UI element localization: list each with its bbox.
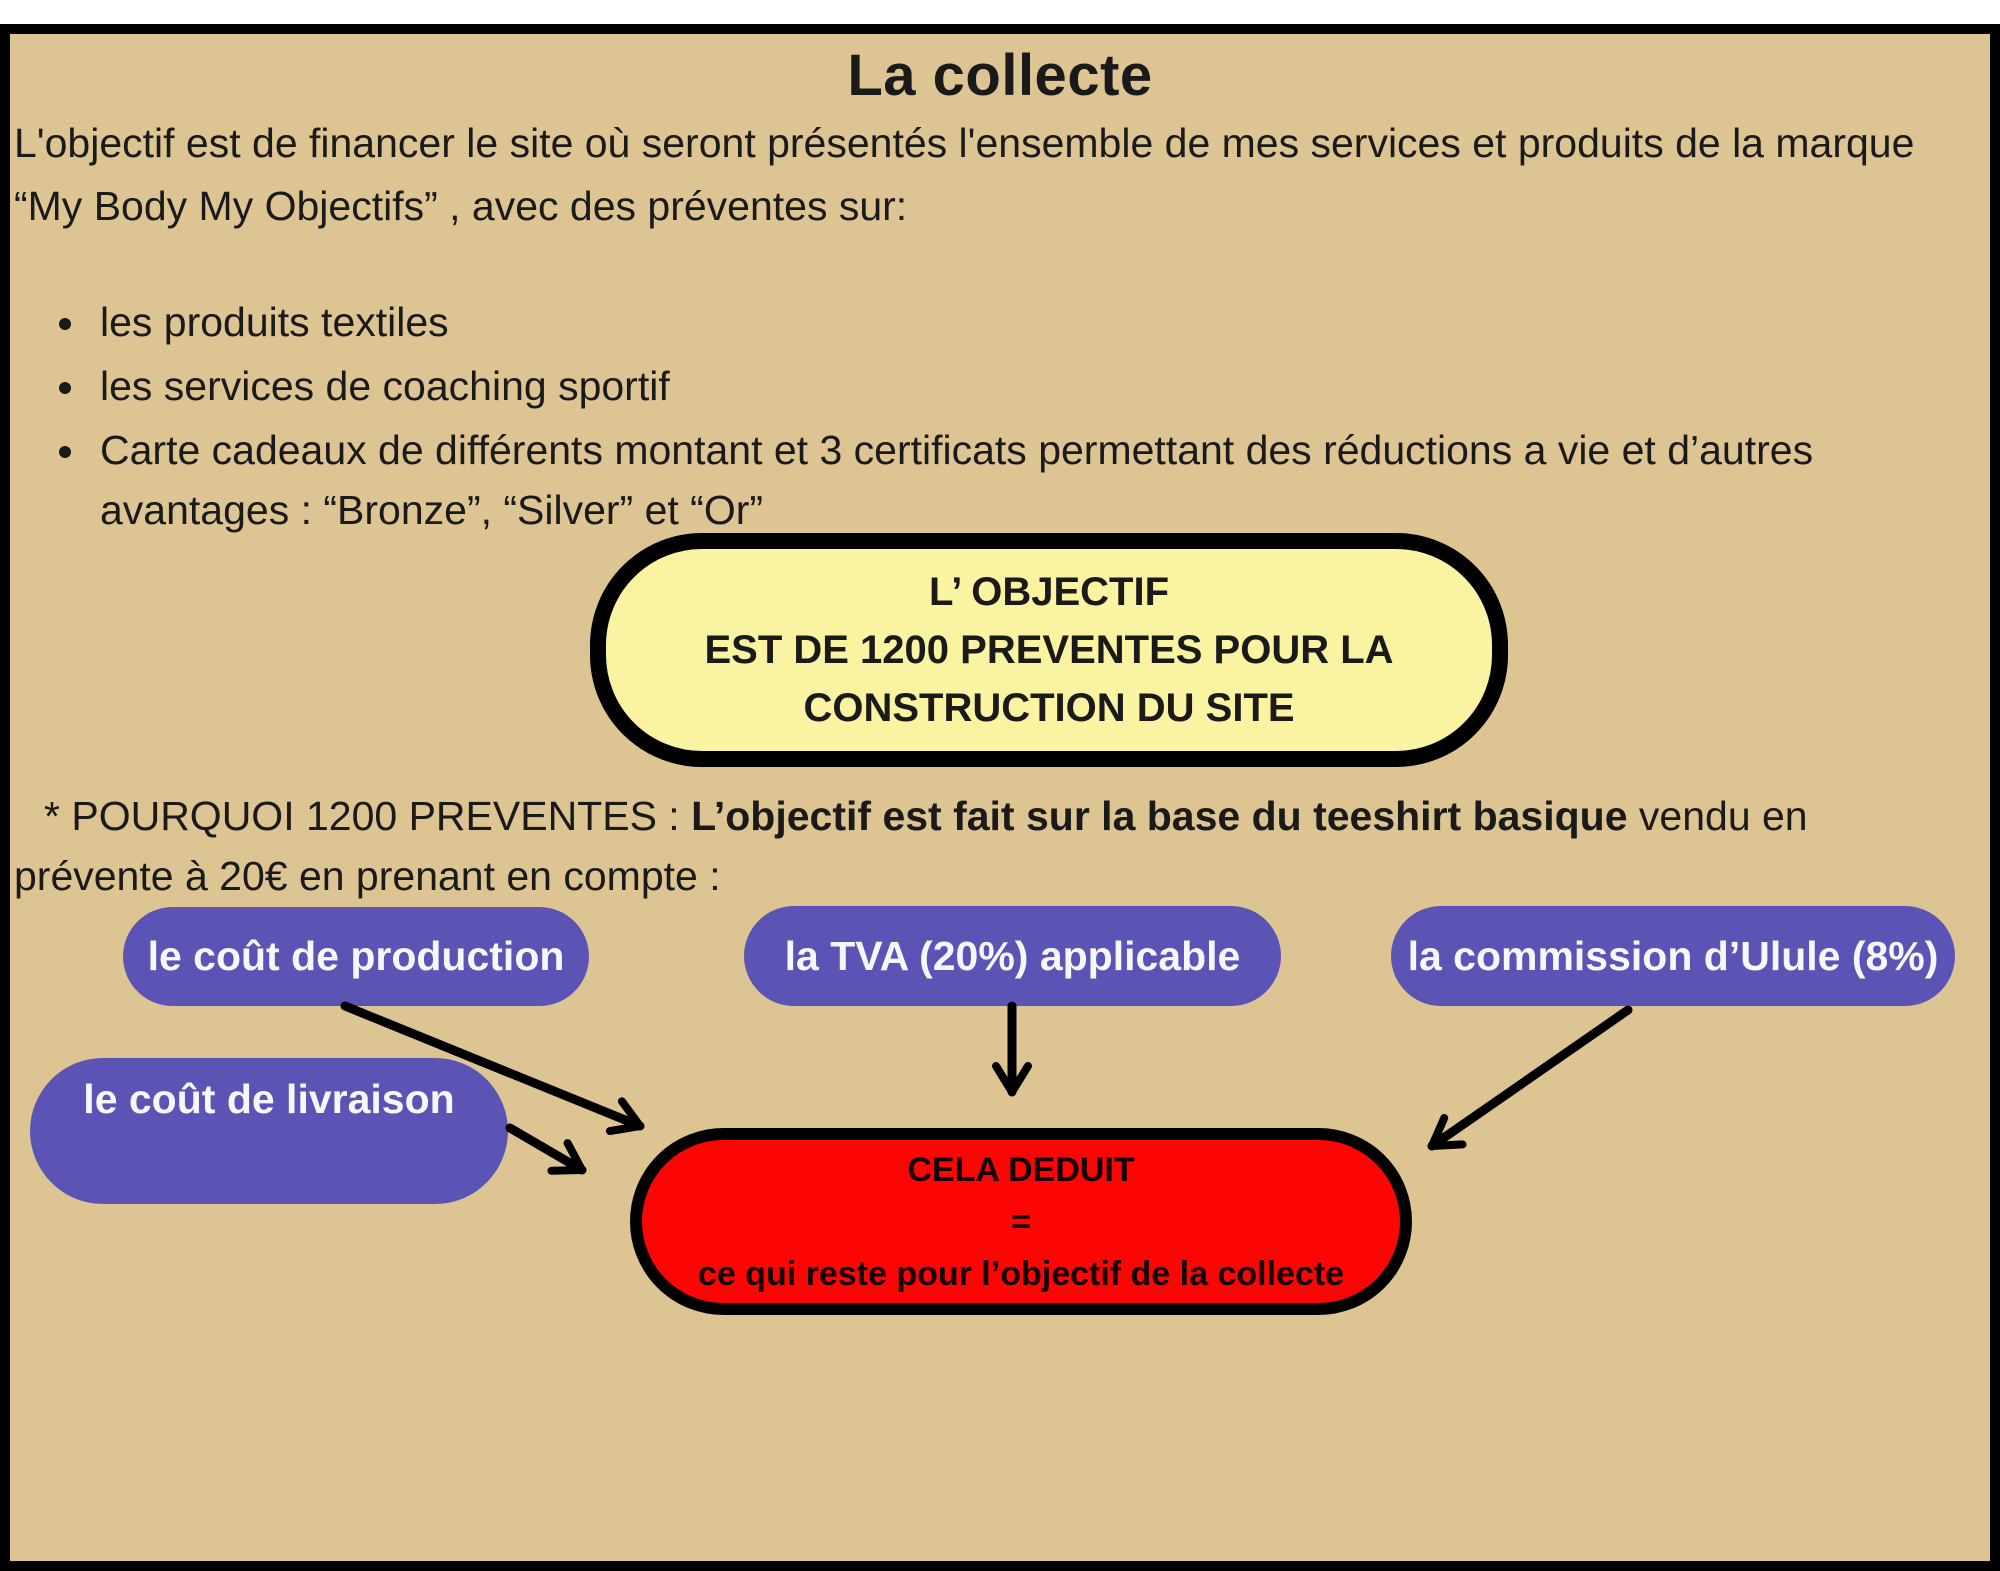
slide-frame: La collecte L'objectif est de financer l… (0, 24, 2000, 1571)
why-text-prefix: * POURQUOI 1200 PREVENTES : (44, 793, 692, 839)
pill-delivery-cost: le coût de livraison (30, 1058, 508, 1204)
slide-content: La collecte L'objectif est de financer l… (10, 34, 1990, 1561)
arrow-livraison-to-result-icon (505, 1123, 587, 1175)
result-box: CELA DEDUIT = ce qui reste pour l’object… (630, 1128, 1412, 1315)
list-item: Carte cadeaux de différents montant et 3… (90, 420, 1966, 540)
objective-line-1: L’ OBJECTIF (928, 570, 1170, 614)
why-text-bold: L’objectif est fait sur la base du teesh… (691, 793, 1628, 839)
pill-vat: la TVA (20%) applicable (744, 906, 1281, 1006)
objective-line-3: CONSTRUCTION DU SITE (803, 686, 1295, 730)
result-line-1: CELA DEDUIT (907, 1150, 1135, 1189)
why-paragraph: * POURQUOI 1200 PREVENTES : L’objectif e… (14, 786, 1962, 906)
intro-paragraph: L'objectif est de financer le site où se… (14, 120, 1915, 229)
objective-line-2: EST DE 1200 PREVENTES POUR LA (704, 628, 1394, 672)
list-item: les services de coaching sportif (90, 356, 1966, 416)
objective-box: L’ OBJECTIF EST DE 1200 PREVENTES POUR L… (590, 533, 1508, 767)
page-title: La collecte (847, 43, 1153, 108)
pill-production-cost: le coût de production (123, 907, 589, 1006)
result-line-2: = (1011, 1202, 1031, 1241)
list-item: les produits textiles (90, 292, 1966, 352)
presale-items-list: les produits textiles les services de co… (46, 292, 1966, 544)
pill-ulule-commission: la commission d’Ulule (8%) (1391, 906, 1955, 1006)
result-line-3: ce qui reste pour l’objectif de la colle… (697, 1254, 1345, 1293)
arrow-commission-to-result-icon (1427, 1005, 1633, 1151)
why-text-suffix: vendu en prévente à 20€ en prenant en co… (14, 793, 1808, 899)
